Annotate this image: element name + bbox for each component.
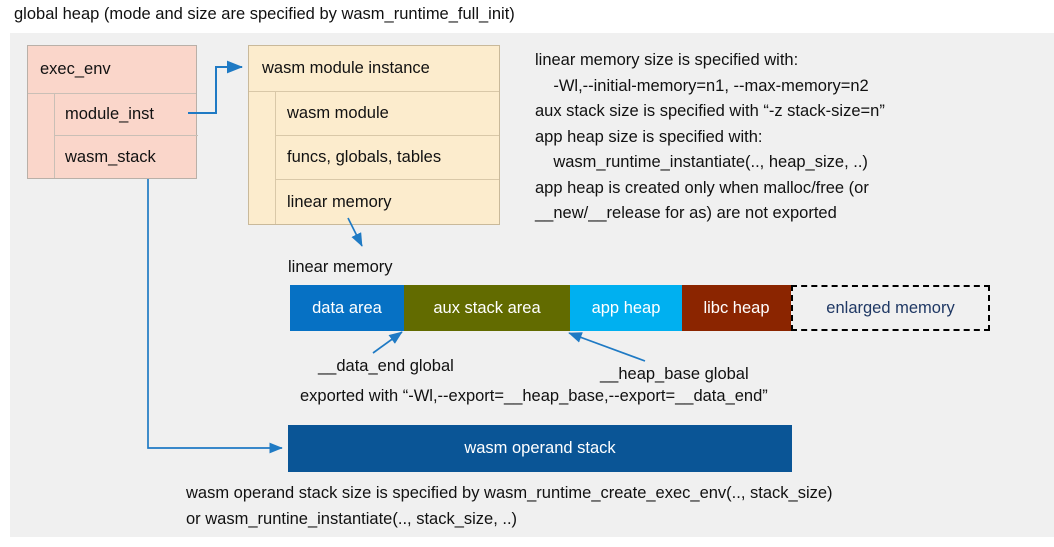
memory-segment-app-heap: app heap [570,285,682,331]
memory-segment-data-area: data area [290,285,404,331]
memory-segment-libc-heap: libc heap [682,285,791,331]
wasm-module-instance-box: wasm module instance wasm module funcs, … [248,45,500,225]
exec-env-row-module-inst: module_inst [54,94,198,136]
exec-env-row-wasm-stack: wasm_stack [54,136,198,178]
wasm-operand-stack-bar: wasm operand stack [288,425,792,472]
module-instance-row-wasm-module: wasm module [275,92,499,136]
annotation-data-end: __data_end global [318,357,454,375]
annotation-exported-with: exported with “-Wl,--export=__heap_base,… [300,387,768,405]
operand-stack-footer-note: wasm operand stack size is specified by … [186,484,833,528]
memory-segment-enlarged-memory: enlarged memory [791,285,990,331]
page-title: global heap (mode and size are specified… [14,5,515,23]
exec-env-box: exec_env module_inst wasm_stack [27,45,198,179]
linear-memory-label: linear memory [288,258,393,276]
module-instance-row-linear-memory: linear memory [275,180,499,224]
annotation-heap-base: __heap_base global [600,365,749,383]
memory-segment-aux-stack-area: aux stack area [404,285,570,331]
exec-env-header: exec_env [28,46,196,94]
module-instance-header: wasm module instance [249,46,499,92]
configuration-notes: linear memory size is specified with: -W… [535,51,885,222]
module-instance-row-funcs-globals-tables: funcs, globals, tables [275,136,499,180]
